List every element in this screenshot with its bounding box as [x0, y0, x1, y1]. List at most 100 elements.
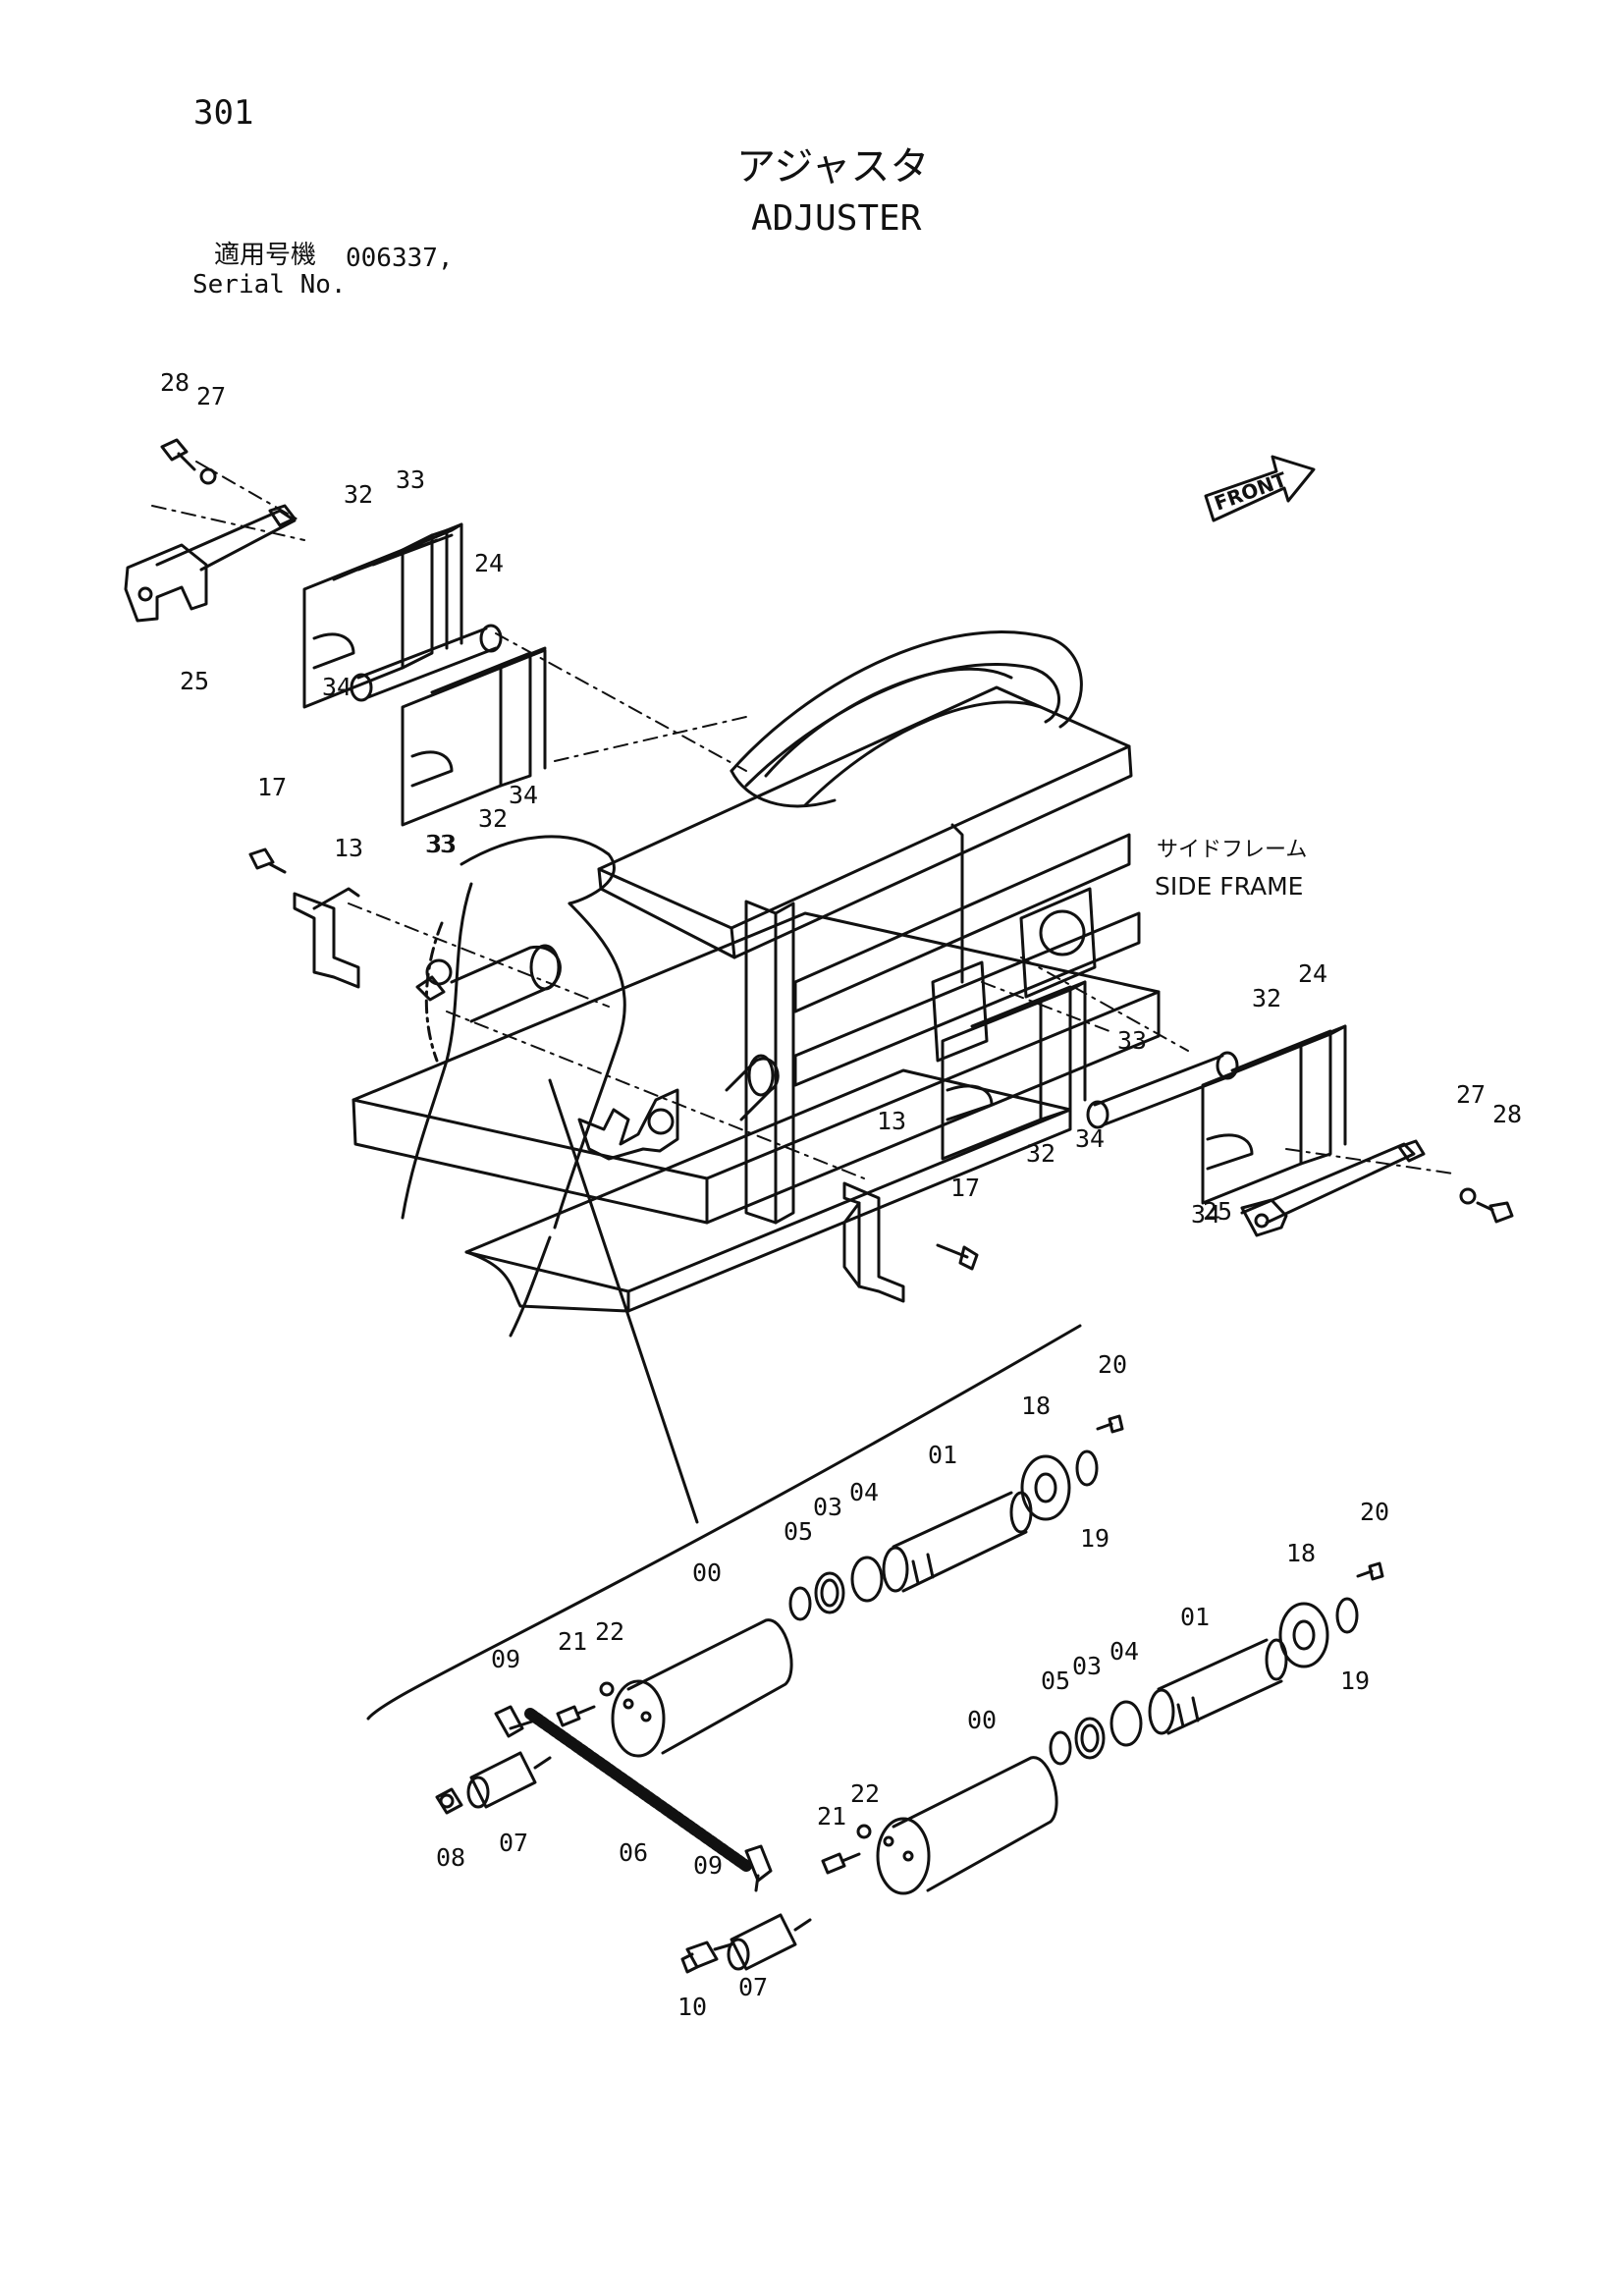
part-label-24: 24 [474, 549, 504, 577]
plug-08 [435, 1787, 463, 1815]
side-frame-label-japanese: サイドフレーム [1157, 838, 1308, 862]
shim-stack-upper-left [302, 522, 463, 709]
front-label: FRONT [1212, 467, 1290, 516]
ring-04-lower [1109, 1700, 1143, 1747]
part-label-22: 22 [850, 1779, 880, 1808]
bolt-28-left [160, 438, 196, 471]
part-label-27: 27 [1456, 1080, 1486, 1109]
part-label-33: 33 [427, 830, 457, 858]
ring-05-lower [1049, 1730, 1072, 1766]
part-label-18: 18 [1021, 1392, 1051, 1420]
part-label-34: 34 [1191, 1200, 1220, 1229]
part-label-00: 00 [692, 1558, 722, 1587]
washer-27-right [1459, 1187, 1477, 1205]
title-japanese: アジャスタ [736, 144, 930, 190]
elbow-09-upper [494, 1705, 537, 1738]
part-label-27: 27 [196, 382, 226, 410]
part-label-20: 20 [1098, 1350, 1127, 1379]
part-label-17: 17 [257, 773, 287, 801]
rod-01-lower [1148, 1638, 1288, 1735]
title-english: ADJUSTER [751, 198, 922, 239]
part-label-06: 06 [619, 1838, 648, 1867]
part-label-04: 04 [1109, 1637, 1139, 1666]
serial-label-english: Serial No. [192, 270, 347, 300]
part-label-09: 09 [491, 1645, 520, 1673]
part-label-03: 03 [813, 1493, 842, 1521]
part-label-22: 22 [595, 1617, 624, 1646]
shim-stack-mid-left [401, 646, 547, 827]
side-frame [352, 630, 1161, 1338]
cylinder-00-lower [876, 1756, 1058, 1895]
part-label-00: 00 [967, 1706, 997, 1734]
serial-label-japanese: 適用号機 [214, 241, 317, 270]
part-label-32: 32 [1026, 1139, 1055, 1168]
oring-19-upper [1075, 1449, 1099, 1487]
front-direction-arrow [1204, 455, 1316, 522]
rod-01-upper [882, 1491, 1033, 1593]
elbow-09-lower [744, 1844, 773, 1892]
serial-number-value: 006337, [346, 244, 454, 273]
ring-05-upper [788, 1586, 812, 1621]
shim-stack-right [1201, 1024, 1347, 1205]
washer-22-upper [599, 1681, 615, 1697]
ring-03-upper [814, 1571, 845, 1614]
part-label-34: 34 [322, 673, 352, 701]
part-label-03: 03 [1072, 1652, 1102, 1680]
part-label-32: 32 [1252, 984, 1281, 1012]
washer-27-left [199, 467, 217, 485]
part-label-32: 32 [478, 804, 508, 833]
oring-19-lower [1335, 1597, 1359, 1634]
part-label-20: 20 [1360, 1498, 1389, 1526]
part-label-33: 33 [425, 830, 455, 858]
bolt-21-upper [556, 1705, 596, 1727]
part-label-28: 28 [160, 368, 189, 397]
side-frame-label-english: SIDE FRAME [1155, 872, 1304, 901]
ring-04-upper [850, 1556, 884, 1603]
ring-03-lower [1074, 1717, 1106, 1760]
part-label-21: 21 [558, 1627, 587, 1656]
roller-24-lower [1086, 1051, 1239, 1129]
bracket-13-left [293, 887, 360, 989]
detail-leader-line [548, 1078, 699, 1524]
part-label-13: 13 [334, 834, 363, 862]
adjuster-fitting-on-frame [415, 958, 679, 1161]
part-label-19: 19 [1080, 1524, 1109, 1553]
flange-18-lower [1278, 1602, 1329, 1668]
part-label-13: 13 [877, 1107, 906, 1135]
part-label-01: 01 [1180, 1603, 1210, 1631]
part-label-05: 05 [1041, 1667, 1070, 1695]
part-label-07: 07 [738, 1973, 768, 2001]
washer-22-lower [856, 1824, 872, 1839]
part-label-01: 01 [928, 1441, 957, 1469]
part-label-24: 24 [1298, 959, 1327, 988]
part-label-05: 05 [784, 1517, 813, 1546]
part-label-33: 33 [1117, 1026, 1147, 1055]
part-label-33: 33 [396, 465, 425, 494]
shim-stack-mid-right [941, 980, 1087, 1161]
part-label-08: 08 [436, 1843, 465, 1872]
part-label-17: 17 [950, 1174, 980, 1202]
bracket-25-left [124, 504, 297, 623]
hose-06 [524, 1708, 752, 1872]
part-label-34: 34 [509, 781, 538, 809]
bracket-13-right [842, 1181, 905, 1303]
cylinder-00-upper [611, 1618, 793, 1758]
part-label-28: 28 [1492, 1100, 1522, 1128]
bolt-20-lower [1356, 1561, 1384, 1581]
bolt-17-right [936, 1243, 979, 1271]
bolt-17-left [248, 847, 287, 874]
part-label-25: 25 [1203, 1197, 1232, 1226]
roller-24-upper [350, 624, 503, 702]
part-label-04: 04 [849, 1478, 879, 1506]
part-label-32: 32 [344, 480, 373, 509]
part-label-25: 25 [180, 667, 209, 695]
page-number: 301 [193, 93, 254, 133]
part-label-18: 18 [1286, 1539, 1316, 1567]
bolt-20-upper [1096, 1414, 1124, 1434]
part-label-19: 19 [1340, 1667, 1370, 1695]
part-label-21: 21 [817, 1802, 846, 1831]
bracket-25-right [1240, 1139, 1426, 1237]
part-label-07: 07 [499, 1829, 528, 1857]
